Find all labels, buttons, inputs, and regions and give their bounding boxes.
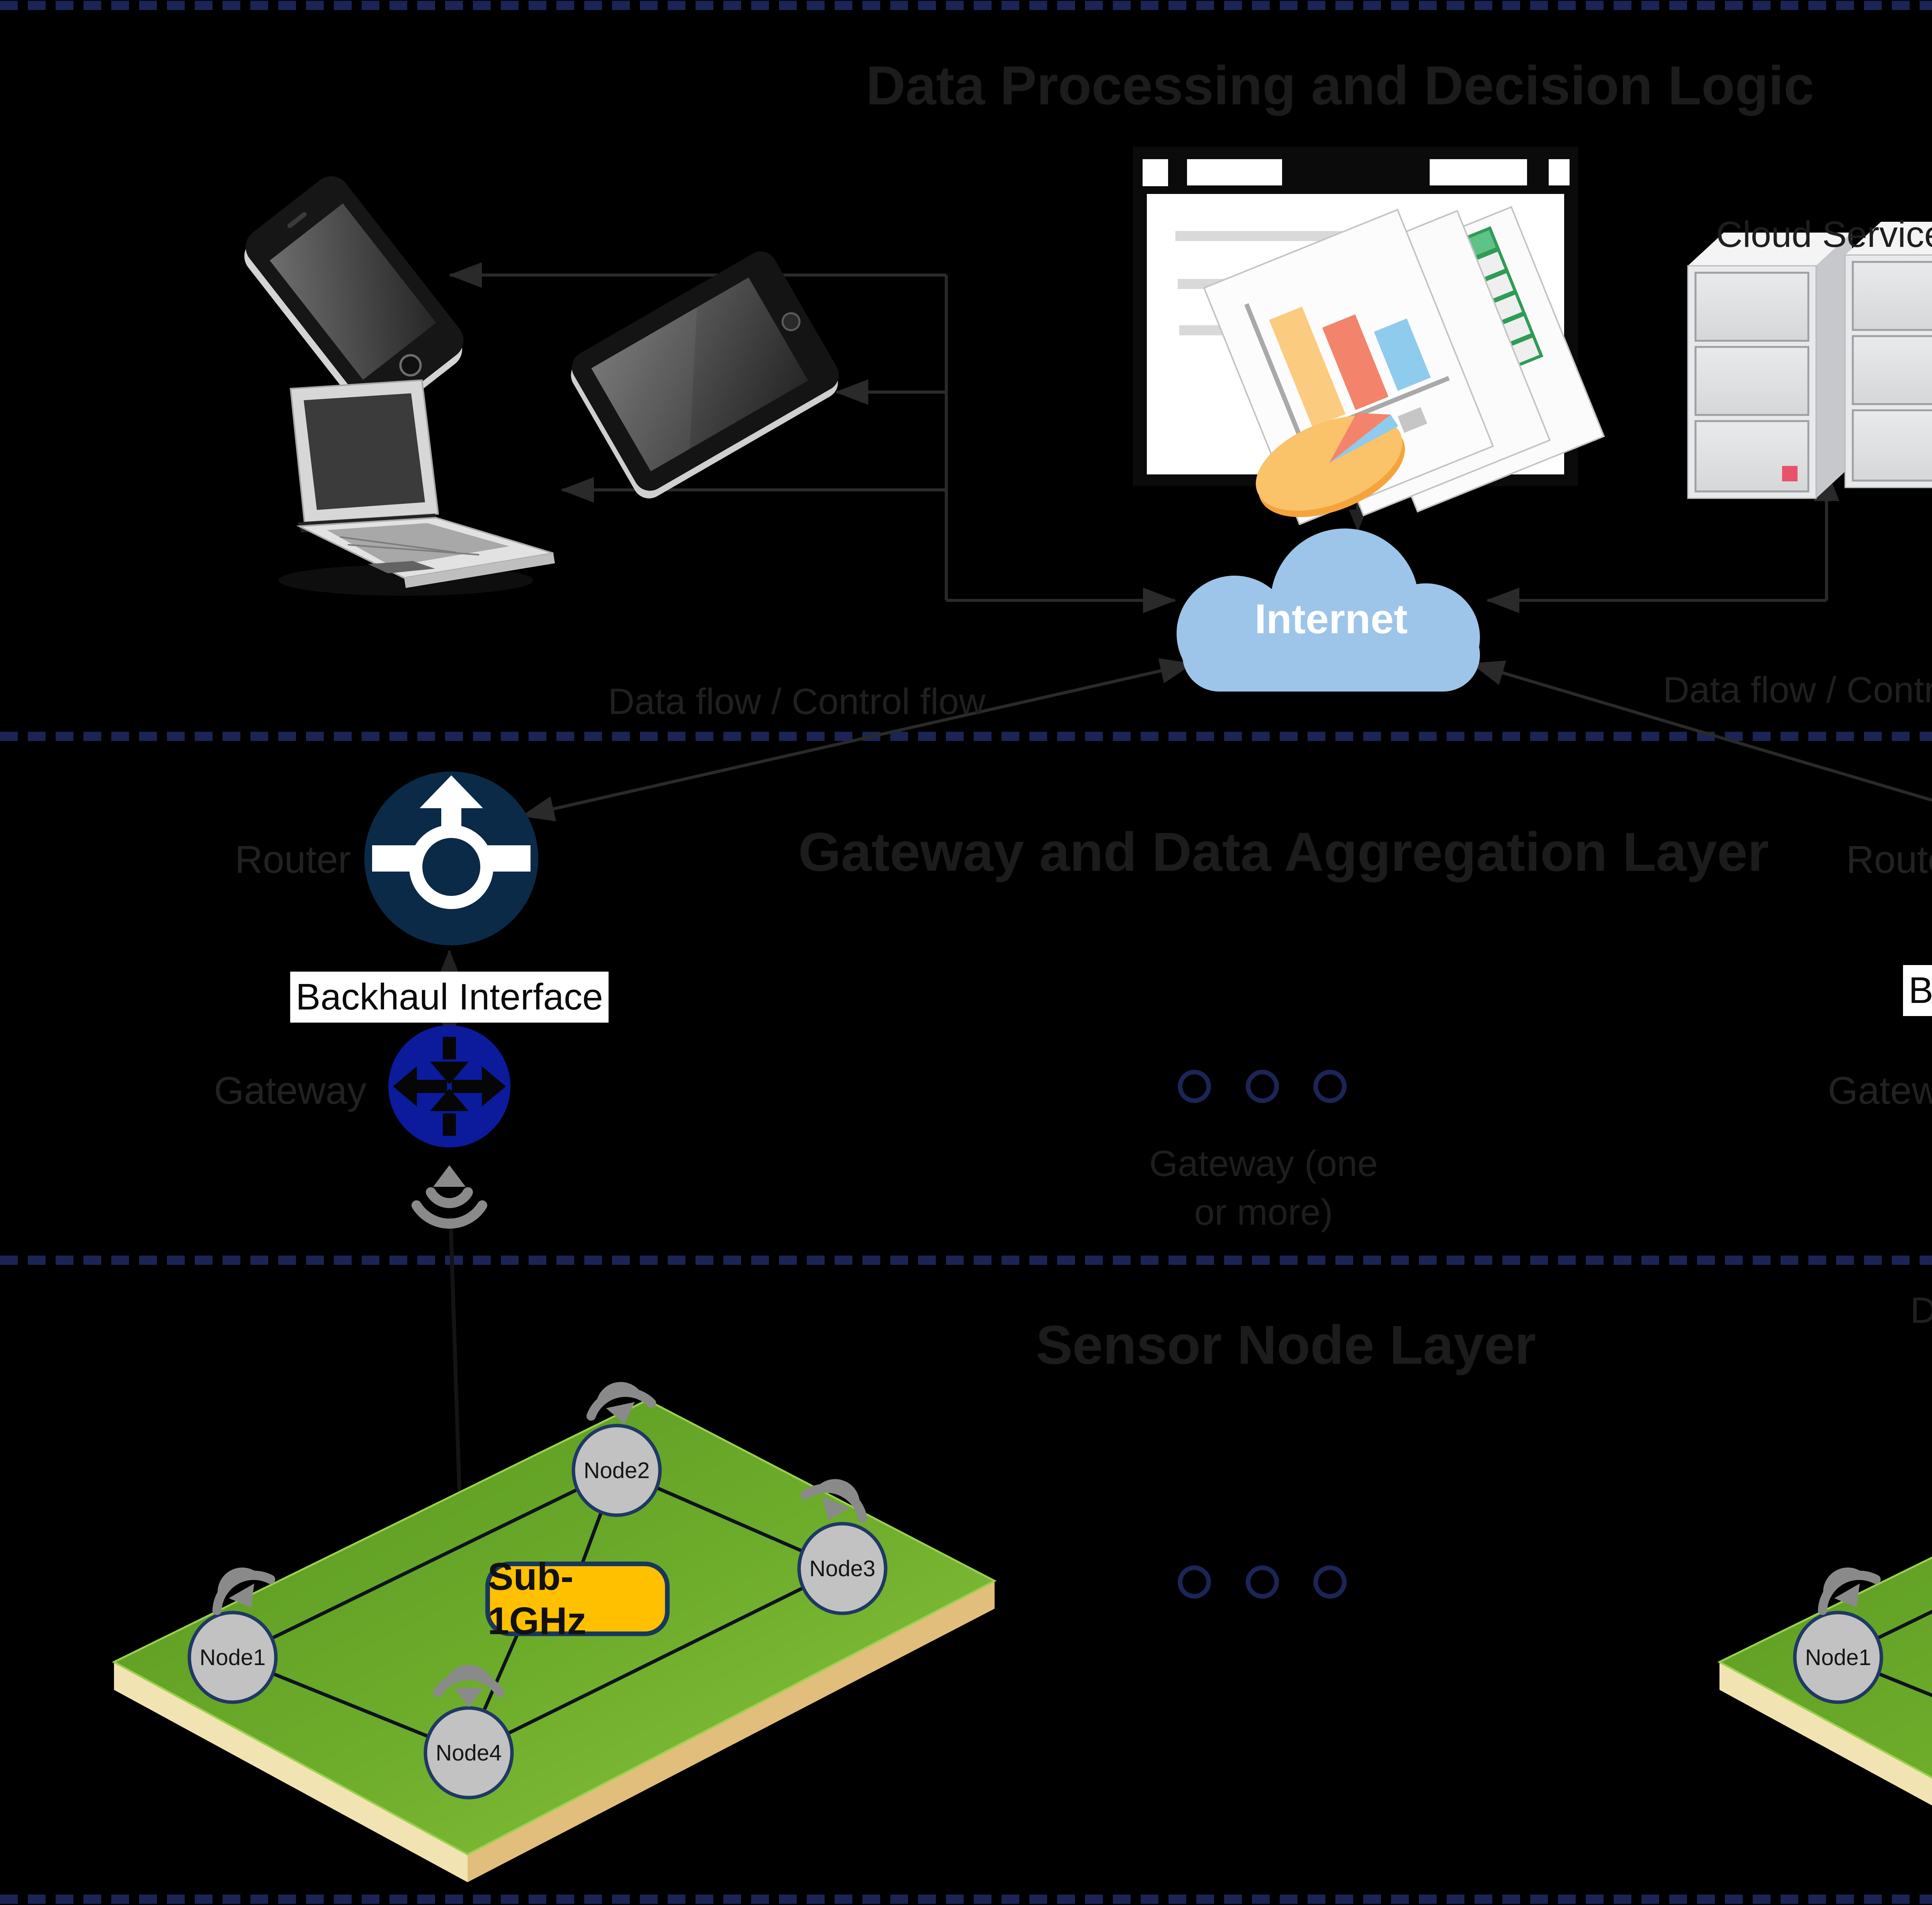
middle-layer-title: Gateway and Data Aggregation Layer <box>798 821 1769 883</box>
internet-label: Internet <box>1254 595 1408 642</box>
node-label: Node2 <box>583 1458 650 1483</box>
server-tower-right <box>1844 222 1932 488</box>
sensor-field-right <box>1717 1556 1932 1806</box>
sub-ghz-box <box>485 1562 670 1636</box>
ellipsis-dots-sensor <box>1178 1565 1347 1599</box>
wifi-icon-node <box>433 1665 504 1707</box>
router-label-right: Router <box>1846 838 1932 881</box>
wifi-icon-node <box>586 1382 656 1424</box>
sensor-node <box>571 1424 662 1517</box>
gateway-icon-left <box>388 1025 510 1147</box>
flow-label-right: Data flow / Control flow <box>1663 670 1932 710</box>
internet-cloud-icon <box>1177 529 1480 692</box>
node-label: Node1 <box>1805 1645 1871 1670</box>
backhaul-interface-left: Backhaul Interface <box>290 972 609 1023</box>
cloud-server-icons <box>1687 222 1932 499</box>
backhaul-interface-right: Backhaul Interface <box>1903 965 1932 1016</box>
gateway-note-line2: or more) <box>1194 1192 1333 1233</box>
sensor-node <box>1793 1611 1883 1704</box>
tablet-icon <box>571 252 839 499</box>
gateway-label-left: Gateway <box>214 1069 367 1112</box>
flow-label-left: Data flow / Control flow <box>608 681 986 722</box>
wifi-icon-node <box>212 1567 276 1615</box>
laptop-icon <box>278 379 555 596</box>
node-label: Node1 <box>199 1645 266 1670</box>
server-tower-left <box>1687 233 1852 499</box>
bottom-layer-title: Sensor Node Layer <box>1036 1314 1536 1376</box>
flow-label-sensor: Data flow / Control flow <box>1910 1290 1932 1331</box>
router-label-left: Router <box>235 838 351 881</box>
sensor-node <box>423 1706 514 1800</box>
wifi-icon-gateway-left <box>412 1165 487 1229</box>
node-label: Node4 <box>435 1740 502 1766</box>
gateway-label-right: Gateway <box>1828 1069 1932 1112</box>
report-page-front <box>1203 209 1494 525</box>
sub-ghz-label-left: Sub-1GHz <box>488 1555 587 1643</box>
flow-connectors <box>440 262 1932 1042</box>
wifi-icon-node <box>1818 1567 1881 1615</box>
browser-window <box>1133 147 1605 525</box>
ellipsis-dots-gateway <box>1178 1070 1347 1103</box>
smartphone-icon <box>244 176 464 420</box>
wifi-icon-node <box>801 1479 867 1523</box>
cloud-service-label: Cloud Service <box>1716 214 1932 255</box>
sensor-node <box>187 1611 278 1704</box>
sensor-node <box>797 1522 888 1615</box>
gateway-note-line1: Gateway (one <box>1149 1143 1378 1184</box>
top-layer-title: Data Processing and Decision Logic <box>866 55 1815 116</box>
sensor-field-left <box>112 1382 997 1882</box>
node-label: Node3 <box>809 1556 876 1581</box>
router-icon-left <box>364 772 538 945</box>
